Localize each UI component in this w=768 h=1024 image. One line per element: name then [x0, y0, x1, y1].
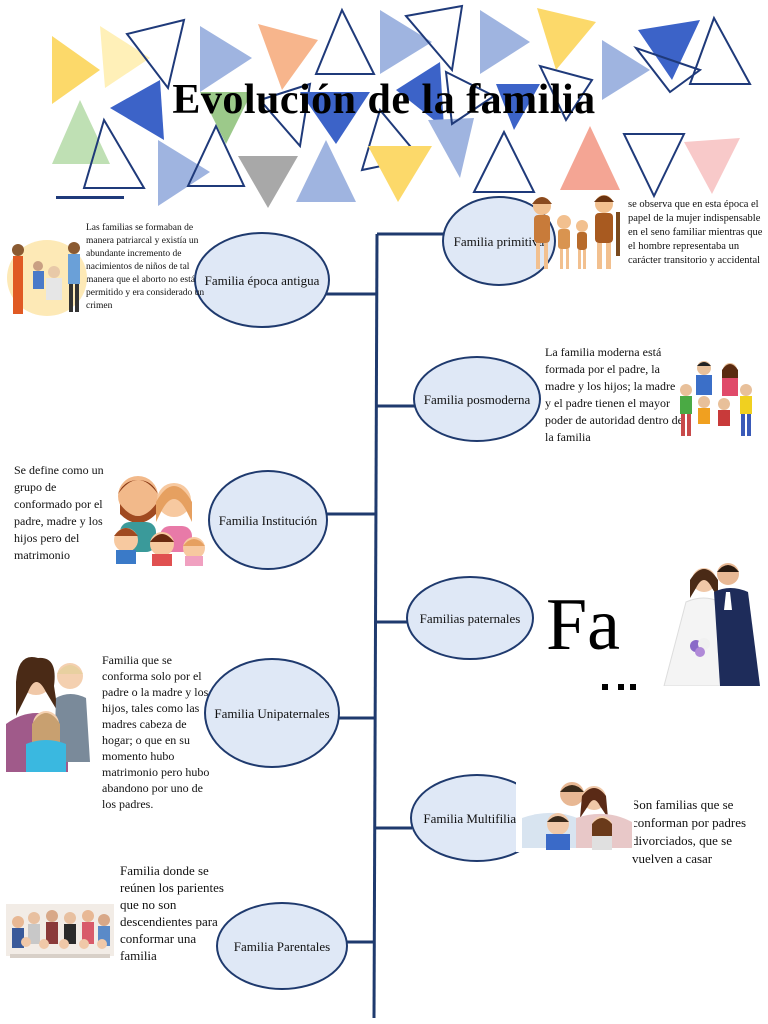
triangle-outline	[125, 18, 186, 91]
node-familia-posmoderna[interactable]: Familia posmoderna	[413, 356, 541, 442]
triangle-blue	[300, 92, 370, 144]
desc-posmoderna: La familia moderna está formada por el p…	[545, 345, 683, 444]
paternales-text-overflow-fragment	[600, 684, 640, 690]
triangle-outline	[258, 82, 312, 149]
triangle-blue	[496, 84, 540, 130]
single-parent-family-photo	[2, 652, 96, 772]
triangle-outline	[186, 123, 246, 187]
triangle-yellow	[537, 8, 596, 70]
triangle-lightblue	[380, 10, 432, 74]
desc-multifiliales: Son familias que se conforman por padres…	[632, 797, 747, 866]
triangle-gray	[238, 156, 298, 208]
triangle-outline	[622, 133, 686, 199]
triangle-blue	[110, 80, 164, 140]
wedding-couple-photo	[660, 558, 762, 686]
triangle-pink	[560, 126, 620, 190]
triangle-peach	[258, 24, 318, 90]
triangle-lightblue	[296, 140, 356, 202]
ancient-family-illustration	[7, 240, 87, 316]
institution-family-illustration	[114, 476, 205, 566]
triangle-outline	[404, 4, 464, 73]
triangle-outline	[633, 45, 703, 94]
triangle-lightblue	[602, 40, 650, 100]
node-familia-unipaternales[interactable]: Familia Unipaternales	[204, 658, 340, 768]
node-familia-epoca-antigua[interactable]: Familia época antigua	[194, 232, 330, 328]
triangle-outline	[688, 15, 752, 85]
extended-family-photo	[6, 904, 114, 974]
triangle-outline	[472, 129, 536, 193]
triangle-cream	[100, 26, 150, 88]
decorative-triangles	[52, 4, 752, 208]
desc-institucion: Se define como un grupo de conformado po…	[14, 463, 104, 562]
paternales-large-text: Fa	[546, 584, 620, 666]
triangle-outline	[538, 64, 594, 123]
page-title: Evolución de la familia	[172, 77, 596, 123]
blended-family-photo	[516, 778, 634, 852]
triangle-lightblue	[428, 118, 474, 178]
desc-epoca-antigua: Las familias se formaban de manera patri…	[86, 223, 205, 311]
primitive-family-illustration	[532, 195, 620, 269]
triangle-yellow	[368, 146, 432, 202]
triangle-outline	[82, 117, 146, 189]
node-familia-parentales[interactable]: Familia Parentales	[216, 902, 348, 990]
triangle-lightblue	[480, 10, 530, 74]
triangle-outline	[314, 7, 376, 75]
triangle-yellow	[52, 36, 100, 104]
triangle-outline	[444, 70, 496, 126]
node-familia-institucion[interactable]: Familia Institución	[208, 470, 328, 570]
triangle-pink	[684, 138, 740, 194]
timeline-spine	[372, 233, 379, 1019]
title-accent-line	[56, 196, 124, 199]
desc-primitiva: se observa que en esta época el papel de…	[628, 199, 763, 266]
desc-parentales: Familia donde se reúnen los parientes qu…	[120, 863, 224, 963]
node-familias-paternales[interactable]: Familias paternales	[406, 576, 534, 660]
triangle-lightblue	[158, 140, 210, 206]
desc-unipaternales: Familia que se conforma solo por el padr…	[102, 653, 210, 811]
triangle-green	[200, 92, 252, 144]
triangle-blue	[396, 62, 444, 128]
modern-family-illustration	[680, 361, 752, 436]
triangle-lightblue	[200, 26, 252, 92]
triangle-blue	[638, 20, 700, 80]
